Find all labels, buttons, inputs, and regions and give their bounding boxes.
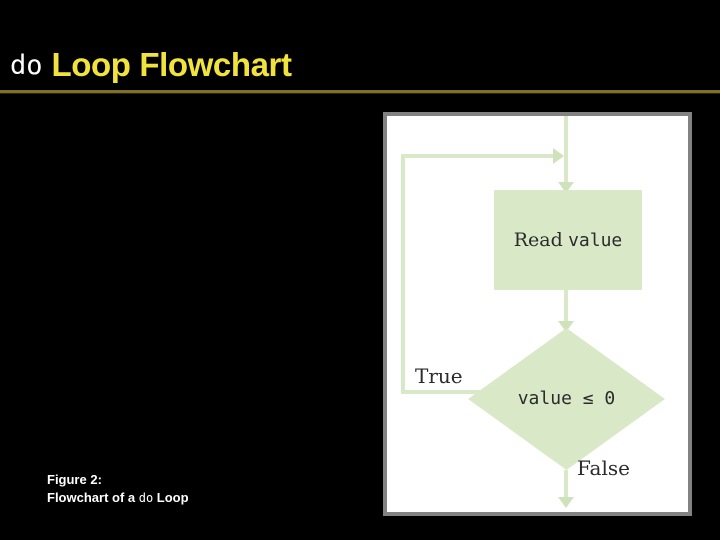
flow-line-to-process <box>564 154 568 188</box>
title-keyword: do <box>10 49 43 81</box>
flow-line-process-to-decision <box>564 290 568 328</box>
flowchart-process-label: Read value <box>513 228 623 251</box>
flow-loopback-line-to-decision <box>401 390 483 394</box>
figure-caption-keyword: do <box>138 491 154 505</box>
flow-arrow-into-process <box>558 182 574 193</box>
figure-caption-line2: Flowchart of a do Loop <box>47 489 189 507</box>
flow-arrow-into-decision <box>558 321 574 332</box>
flowchart-true-label: True <box>415 364 463 388</box>
flow-exit-arrowhead <box>558 497 574 508</box>
title-divider <box>0 90 720 93</box>
title-divider-shadow <box>0 93 720 94</box>
flow-loopback-line-horizontal <box>401 154 559 158</box>
figure-caption-line2-post: Loop <box>153 490 189 505</box>
figure-caption-line1: Figure 2: <box>47 472 102 487</box>
flowchart-process-label-mono: value <box>568 229 623 251</box>
flowchart-process-node: Read value <box>494 190 642 290</box>
flow-loopback-line-vertical <box>401 154 405 394</box>
flowchart-decision-label: value ≤ 0 <box>517 388 616 409</box>
page-title: do Loop Flowchart <box>10 40 710 88</box>
flowchart-process-label-serif: Read <box>513 228 563 251</box>
flowchart-decision-node: value ≤ 0 <box>468 328 665 470</box>
flowchart-canvas: Read value value ≤ 0 True False <box>387 116 688 512</box>
figure-caption: Figure 2: Flowchart of a do Loop <box>47 471 189 507</box>
title-text: Loop Flowchart <box>51 45 292 83</box>
figure-caption-line2-pre: Flowchart of a <box>47 490 139 505</box>
flowchart-image-frame: Read value value ≤ 0 True False <box>383 112 692 516</box>
flow-entry-line-top <box>564 116 568 156</box>
flow-exit-line <box>564 470 568 502</box>
flow-loopback-arrowhead <box>553 148 564 164</box>
flowchart-false-label: False <box>577 456 630 480</box>
